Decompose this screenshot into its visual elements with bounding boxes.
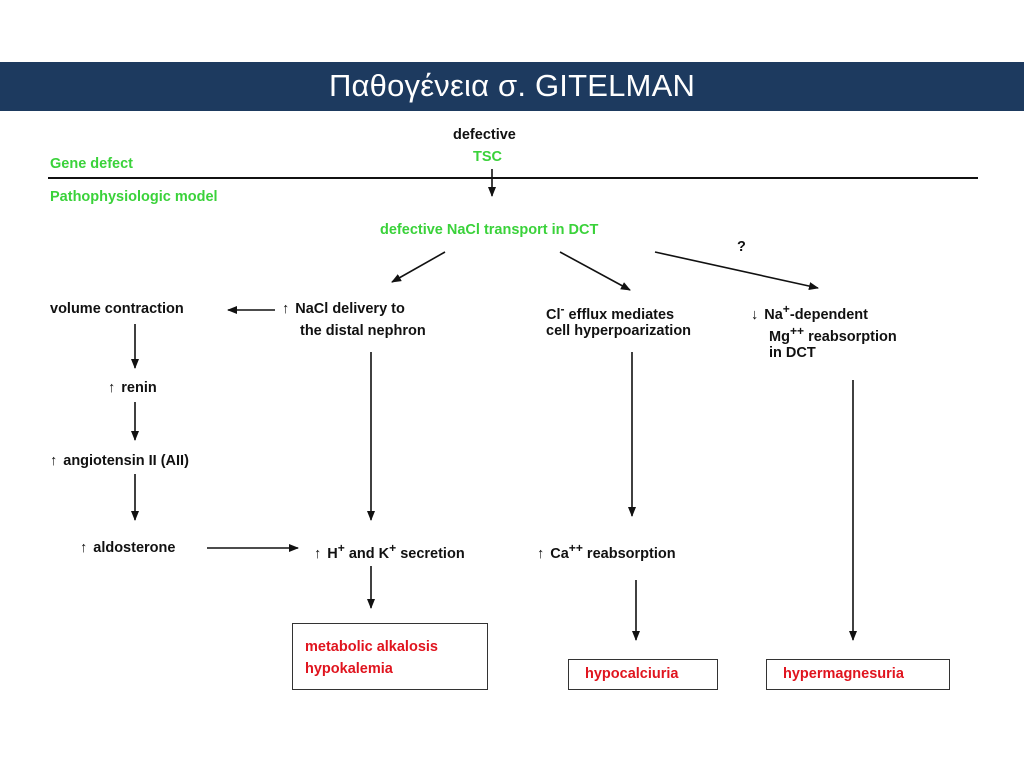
- tsc-label: TSC: [473, 149, 502, 165]
- cl-symbol: Cl: [546, 306, 561, 323]
- and-k-text: and K: [344, 545, 390, 562]
- arrow-to-na-dependent: [654, 251, 819, 290]
- defective-transport-node: defective NaCl transport in DCT: [380, 222, 599, 238]
- ca-reabsorption-text: reabsorption: [582, 545, 676, 562]
- mg-charge: ++: [789, 324, 805, 338]
- renin-node: renin: [108, 377, 156, 399]
- ca-charge: ++: [568, 541, 583, 555]
- cl-charge: -: [560, 302, 565, 316]
- cl-efflux-line1: Cl- efflux mediates: [546, 298, 674, 326]
- cl-efflux-text: efflux mediates: [564, 306, 675, 323]
- defective-label: defective: [453, 127, 516, 143]
- ca-symbol: Ca: [550, 545, 569, 562]
- nacl-delivery-line2: the distal nephron: [300, 323, 426, 339]
- h-symbol: H: [327, 545, 338, 562]
- cl-efflux-line2: cell hyperpoarization: [546, 323, 692, 339]
- secretion-node: H+ and K+ secretion: [314, 537, 465, 565]
- na-charge: +: [782, 302, 790, 316]
- gene-defect-label: Gene defect: [50, 156, 133, 172]
- arrow-to-cl-efflux: [559, 251, 631, 291]
- question-mark: ?: [737, 239, 746, 255]
- pathophysiologic-model-label: Pathophysiologic model: [50, 189, 218, 205]
- na-dependent-line1: Na+-dependent: [751, 298, 868, 326]
- na-symbol: Na: [764, 306, 783, 323]
- arrow-to-nacl-delivery: [391, 251, 446, 283]
- mg-reabsorption-text: reabsorption: [804, 328, 897, 345]
- hypermagnesuria-outcome-box: hypermagnesuria: [766, 659, 950, 690]
- alkalosis-outcome-box: metabolic alkalosis hypokalemia: [292, 623, 488, 690]
- volume-contraction-node: volume contraction: [50, 301, 184, 317]
- na-dependent-line2: Mg++ reabsorption: [769, 320, 897, 348]
- na-dependent-text: -dependent: [789, 306, 868, 323]
- h-charge: +: [337, 541, 345, 555]
- hypermagnesuria-label: hypermagnesuria: [783, 666, 904, 682]
- ca-reabsorption-node: Ca++ reabsorption: [537, 537, 676, 565]
- slide-title: Παθογένεια σ. GITELMAN: [328, 68, 696, 103]
- k-charge: +: [389, 541, 397, 555]
- hypocalciuria-outcome-box: hypocalciuria: [568, 659, 718, 690]
- title-bar: Παθογένεια σ. GITELMAN: [0, 62, 1024, 111]
- metabolic-alkalosis-label: metabolic alkalosis: [305, 639, 438, 655]
- secretion-text: secretion: [396, 545, 465, 562]
- na-dependent-line3: in DCT: [769, 345, 816, 361]
- aldosterone-node: aldosterone: [80, 537, 175, 559]
- mg-symbol: Mg: [769, 328, 790, 345]
- angiotensin-node: angiotensin II (AII): [50, 450, 189, 472]
- hypokalemia-label: hypokalemia: [305, 661, 393, 677]
- hypocalciuria-label: hypocalciuria: [585, 666, 679, 682]
- nacl-delivery-line1: NaCl delivery to: [282, 298, 405, 320]
